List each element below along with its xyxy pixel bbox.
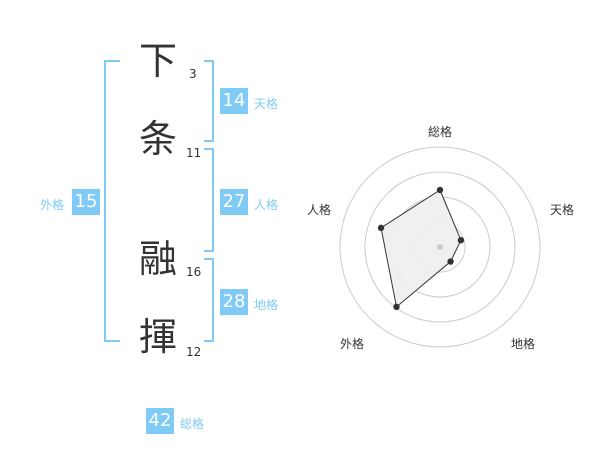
radar-point-3 bbox=[393, 303, 400, 311]
chikaku-value: 28 bbox=[220, 289, 248, 315]
gaikaku-bracket bbox=[104, 60, 120, 342]
radar-label-jinkaku: 人格 bbox=[307, 203, 332, 217]
gaikaku-value: 15 bbox=[72, 189, 100, 215]
gaikaku-label: 外格 bbox=[40, 198, 65, 212]
surname-char-1: 下 bbox=[138, 39, 177, 83]
radar-ring bbox=[364, 171, 516, 323]
radar-point-0 bbox=[436, 186, 444, 194]
radar-point-4 bbox=[377, 224, 385, 232]
surname-char-2-strokes: 11 bbox=[186, 146, 202, 160]
chikaku-bracket bbox=[204, 258, 214, 342]
radar-center bbox=[437, 244, 443, 250]
surname-char-1-strokes: 3 bbox=[189, 67, 197, 81]
radar-points bbox=[377, 186, 465, 311]
chikaku-label: 地格 bbox=[254, 298, 279, 312]
radar-label-chikaku: 地格 bbox=[511, 337, 536, 351]
jinkaku-value: 27 bbox=[220, 189, 248, 215]
radar-label-soukaku: 総格 bbox=[428, 125, 453, 139]
radar-label-gaikaku: 外格 bbox=[340, 337, 365, 351]
given-char-2-strokes: 12 bbox=[186, 345, 202, 359]
surname-char-2: 条 bbox=[138, 117, 177, 161]
given-char-2: 揮 bbox=[138, 315, 177, 359]
soukaku-label: 総格 bbox=[180, 417, 205, 431]
radar-label-tenkaku: 天格 bbox=[550, 203, 575, 217]
tenkaku-value: 14 bbox=[220, 88, 248, 114]
jinkaku-bracket bbox=[204, 148, 214, 252]
jinkaku-label: 人格 bbox=[254, 198, 279, 212]
radar-area bbox=[380, 189, 462, 308]
given-char-1: 融 bbox=[138, 237, 177, 281]
radar-chart bbox=[339, 146, 541, 348]
radar-point-2 bbox=[447, 258, 454, 265]
tenkaku-bracket bbox=[204, 60, 214, 142]
tenkaku-label: 天格 bbox=[254, 97, 279, 111]
soukaku-value: 42 bbox=[146, 408, 174, 434]
radar-point-1 bbox=[457, 237, 465, 244]
given-char-1-strokes: 16 bbox=[186, 265, 202, 279]
radar-ring bbox=[339, 146, 541, 348]
